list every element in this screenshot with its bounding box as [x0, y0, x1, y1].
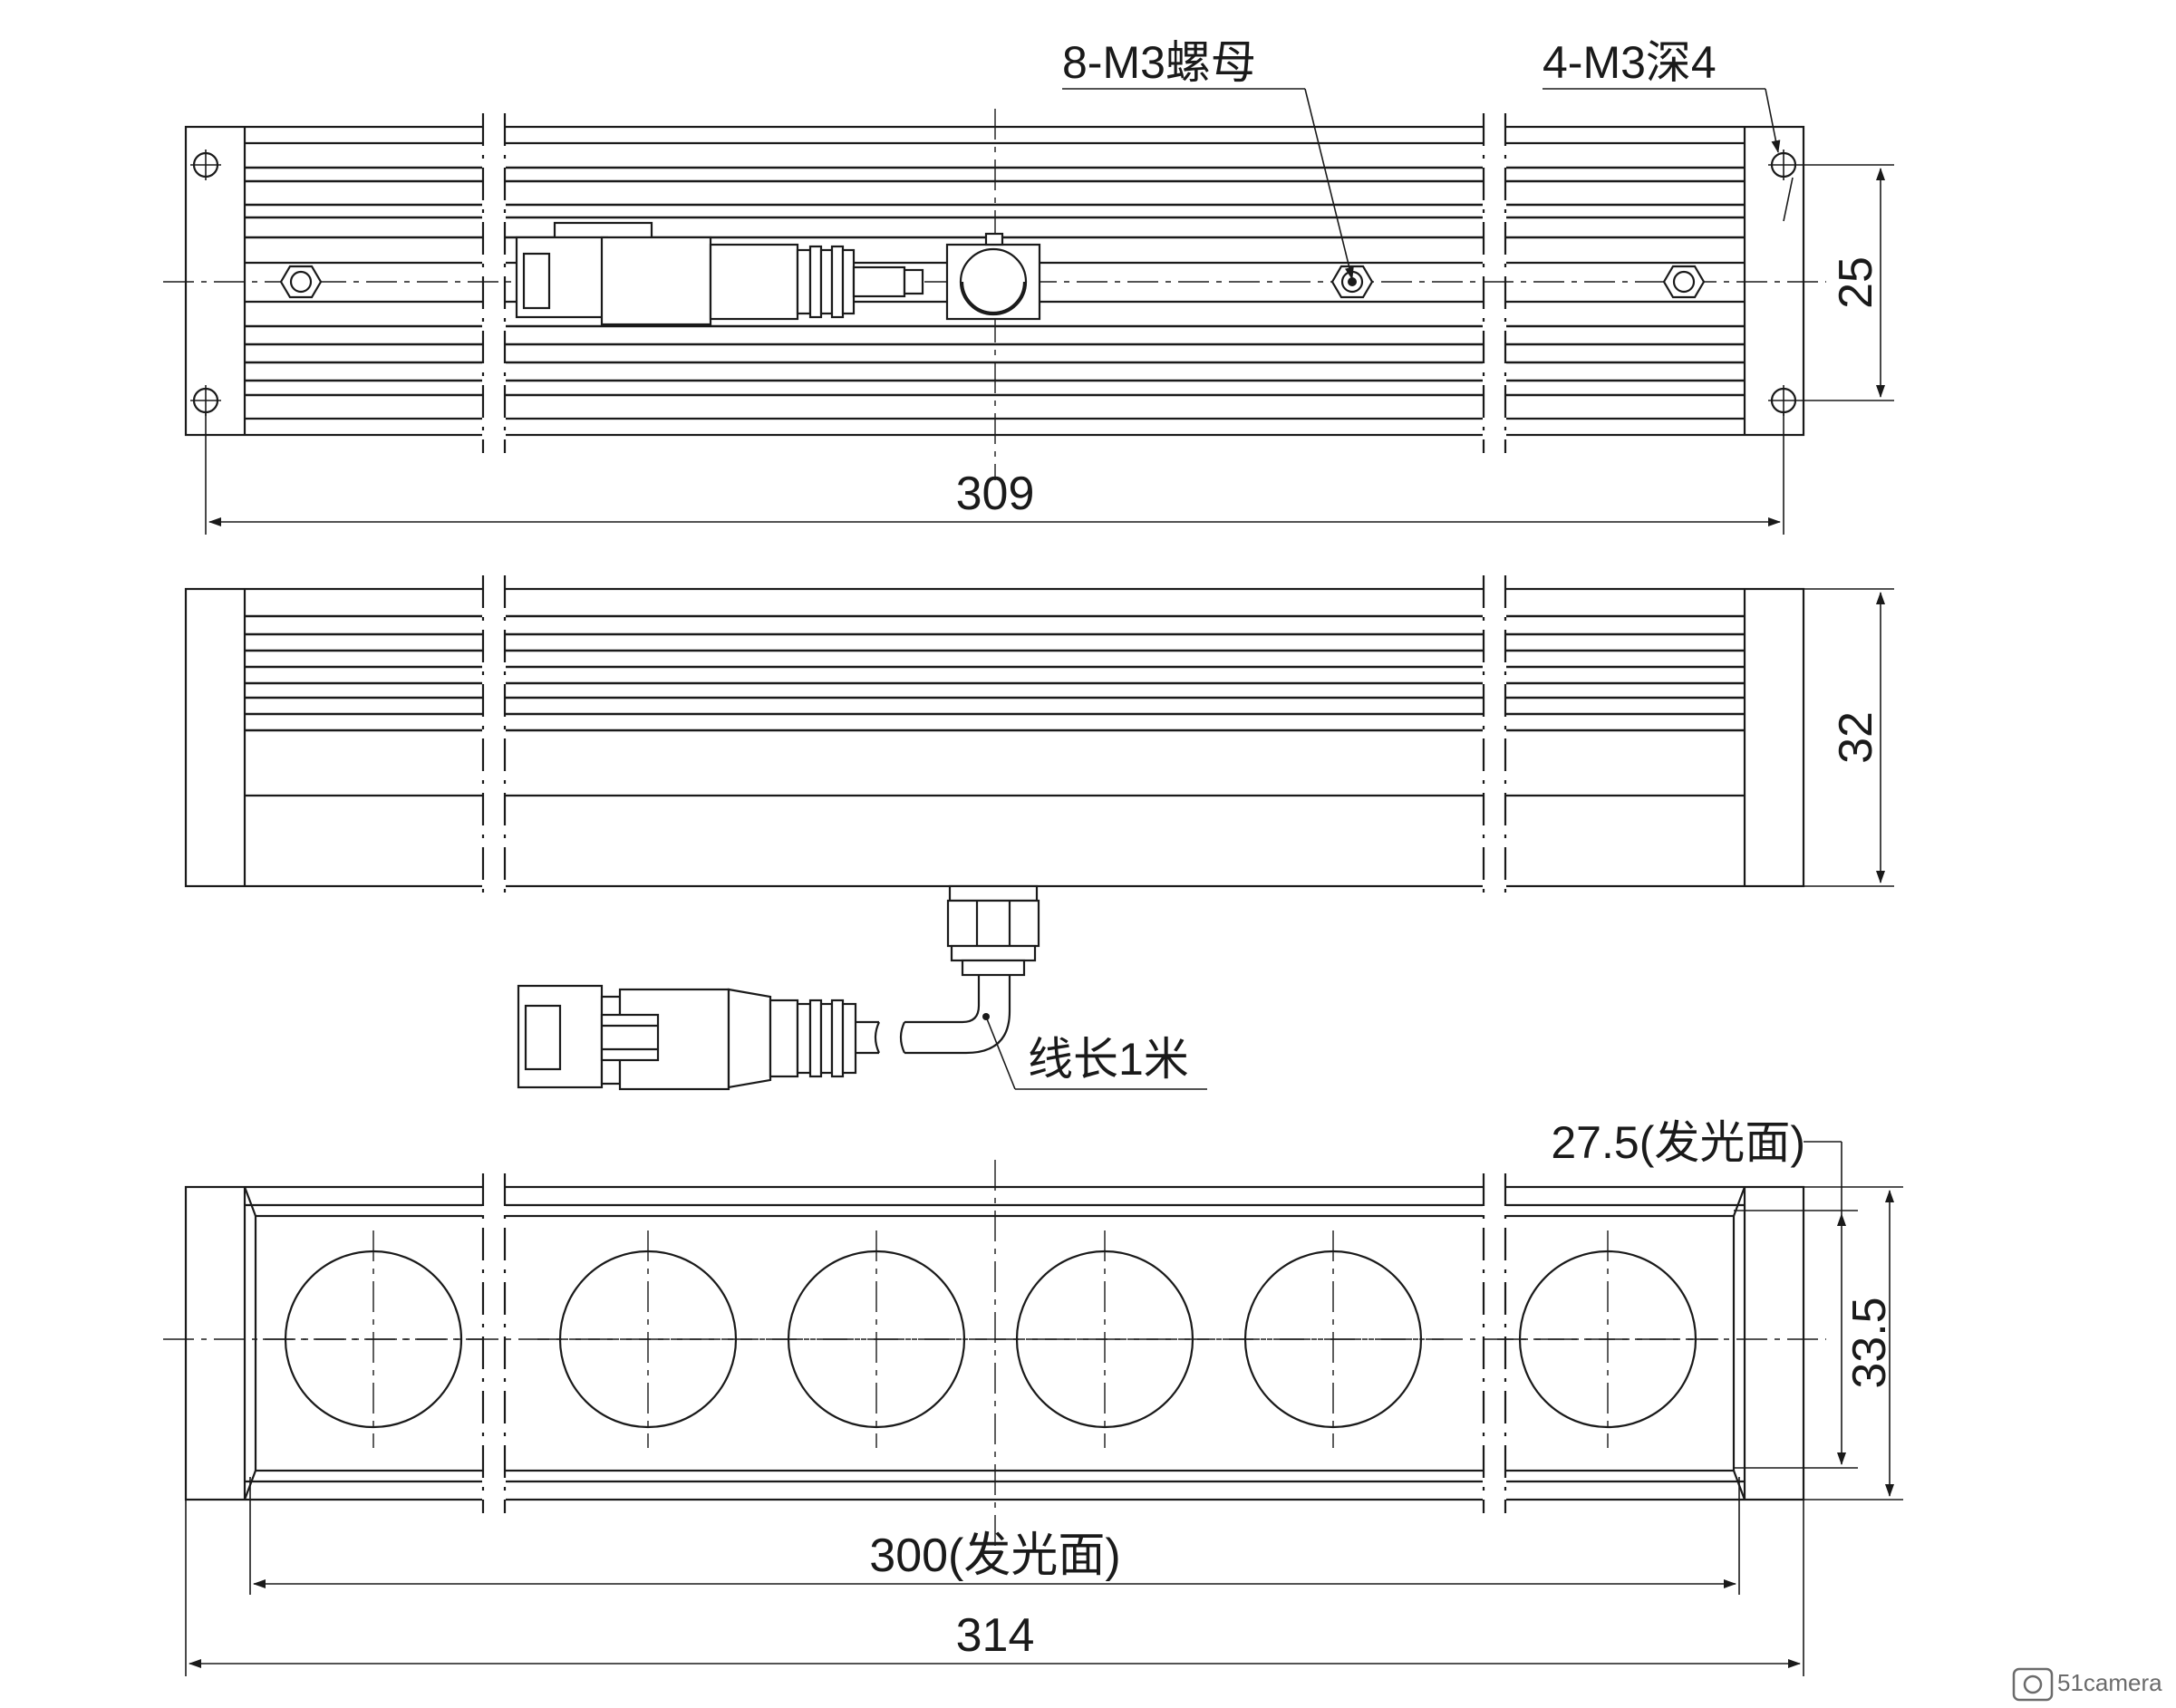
- front-view: 27.5(发光面) 33.5 300(发光面) 314: [163, 1117, 1903, 1676]
- dimension-32-text: 32: [1830, 711, 1882, 764]
- watermark: 51camera: [2012, 1667, 2162, 1702]
- dimension-309: 309: [205, 412, 1784, 535]
- dimension-33-5: 33.5: [1804, 1186, 1903, 1501]
- nut-label-text: 8-M3螺母: [1062, 37, 1256, 88]
- dimension-32: 32: [1804, 588, 1894, 887]
- dimension-33-5-text: 33.5: [1843, 1297, 1896, 1388]
- hex-nut-icon: [279, 265, 1706, 299]
- cable-gland-icon: [946, 884, 1040, 977]
- dimension-300-text: 300(发光面): [869, 1529, 1120, 1582]
- dimension-27-5: 27.5(发光面): [1551, 1117, 1858, 1469]
- connector-side-icon: [517, 984, 859, 1091]
- top-view: 8-M3螺母 4-M3深4 25 309: [163, 37, 1894, 535]
- dimension-25: 25: [1799, 164, 1894, 401]
- cable-label-text: 线长1米: [1028, 1034, 1189, 1085]
- cable-icon: [859, 975, 1011, 1055]
- dimension-25-text: 25: [1830, 256, 1882, 309]
- led-icon: [263, 1230, 1718, 1448]
- dimension-27-5-text: 27.5(发光面): [1551, 1117, 1805, 1168]
- dimension-309-text: 309: [956, 468, 1035, 520]
- cable-label: 线长1米: [982, 1013, 1207, 1090]
- dimension-300: 300(发光面): [249, 1477, 1740, 1595]
- watermark-text: 51camera: [2057, 1669, 2162, 1696]
- dimension-314-text: 314: [956, 1609, 1035, 1662]
- side-view: 线长1米 32: [184, 575, 1894, 1091]
- dimension-314: 314: [185, 1500, 1804, 1676]
- side-rails: [245, 614, 1745, 797]
- connector-top-icon: [515, 221, 1041, 326]
- nut-label: 8-M3螺母: [1062, 37, 1354, 280]
- corner-hole-icon: [190, 150, 1799, 416]
- hole-label-text: 4-M3深4: [1543, 37, 1717, 88]
- hole-label: 4-M3深4: [1543, 37, 1794, 222]
